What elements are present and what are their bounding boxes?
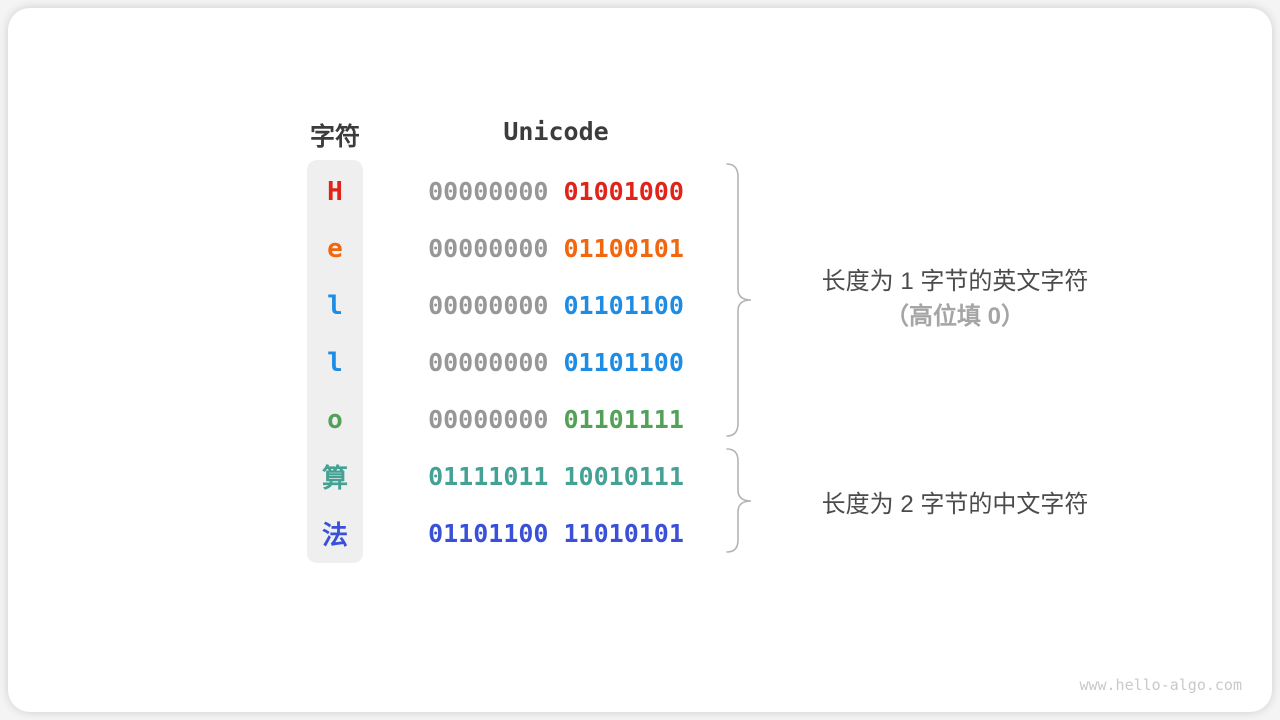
byte-high: 00000000	[428, 405, 549, 434]
annotation-english-line2: （高位填 0）	[884, 303, 1025, 330]
byte-low: 01101100	[563, 348, 684, 377]
watermark: www.hello-algo.com	[1079, 676, 1242, 694]
char-cell: 算	[307, 448, 363, 505]
binary-row: 00000000 01101100	[406, 334, 706, 391]
char-column-background	[307, 160, 363, 563]
brace-chinese-group-icon	[726, 448, 752, 553]
brace-english-group-icon	[726, 163, 752, 437]
byte-low: 11010101	[563, 519, 684, 548]
byte-high: 00000000	[428, 291, 549, 320]
char-label: o	[327, 404, 343, 435]
byte-high: 01111011	[428, 462, 549, 491]
char-cell: o	[307, 391, 363, 448]
char-cell: l	[307, 334, 363, 391]
binary-row: 01101100 11010101	[406, 505, 706, 562]
char-cell: H	[307, 163, 363, 220]
binary-row: 00000000 01101111	[406, 391, 706, 448]
byte-low: 01101111	[563, 405, 684, 434]
binary-row: 00000000 01100101	[406, 220, 706, 277]
annotation-english-line1: 长度为 1 字节的英文字符	[821, 268, 1089, 295]
byte-high: 00000000	[428, 177, 549, 206]
byte-low: 01101100	[563, 291, 684, 320]
binary-row: 00000000 01101100	[406, 277, 706, 334]
annotation-chinese-line1: 长度为 2 字节的中文字符	[821, 491, 1089, 518]
binary-row: 00000000 01001000	[406, 163, 706, 220]
char-label: H	[327, 176, 343, 207]
binary-row: 01111011 10010111	[406, 448, 706, 505]
byte-high: 00000000	[428, 234, 549, 263]
char-label: 算	[321, 464, 348, 494]
byte-low: 01100101	[563, 234, 684, 263]
diagram-card	[8, 8, 1272, 712]
column-header-char: 字符	[309, 123, 360, 151]
byte-high: 01101100	[428, 519, 549, 548]
char-label: 法	[321, 521, 348, 551]
char-label: l	[327, 347, 343, 378]
char-cell: l	[307, 277, 363, 334]
byte-high: 00000000	[428, 348, 549, 377]
char-label: l	[327, 290, 343, 321]
char-label: e	[327, 233, 343, 264]
annotation-chinese-chars: 长度为 2 字节的中文字符	[765, 487, 1145, 522]
char-cell: 法	[307, 505, 363, 562]
byte-low: 10010111	[563, 462, 684, 491]
column-header-unicode: Unicode	[503, 117, 609, 146]
byte-low: 01001000	[563, 177, 684, 206]
char-cell: e	[307, 220, 363, 277]
annotation-english-chars: 长度为 1 字节的英文字符 （高位填 0）	[765, 264, 1145, 334]
